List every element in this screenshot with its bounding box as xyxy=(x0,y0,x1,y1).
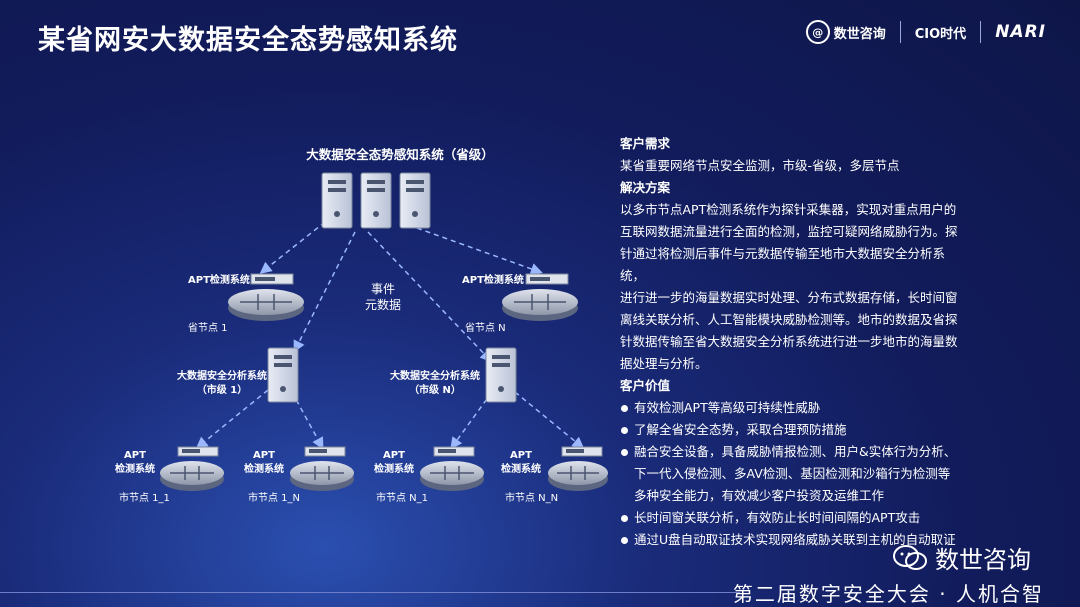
footer-divider xyxy=(0,592,740,593)
node-label: 市节点 N_1 xyxy=(376,491,428,504)
event-label: 事件 xyxy=(371,282,395,296)
solution-line: 以多市节点APT检测系统作为探针采集器，实现对重点用户的 xyxy=(620,202,957,217)
server-icon xyxy=(267,347,299,403)
provincial-node-n: APT检测系统 省节点 N xyxy=(462,273,578,334)
apt-label: APT xyxy=(253,450,275,461)
solution-line: 针数据传输至省大数据安全分析系统进行进一步地市的海量数 xyxy=(620,334,958,349)
network-disk-icon xyxy=(420,461,484,491)
node-label: 省节点 N xyxy=(465,321,506,334)
page-title: 某省网安大数据安全态势感知系统 xyxy=(38,25,458,56)
apt-system-label: APT检测系统 xyxy=(188,273,250,286)
city-analysis-system-n: 大数据安全分析系统 （市级 N） xyxy=(390,347,517,403)
solution-line: 进行进一步的海量数据实时处理、分布式数据存储，长时间窗 xyxy=(620,290,958,305)
node-label: 省节点 1 xyxy=(188,321,228,334)
provincial-node-1: APT检测系统 省节点 1 xyxy=(188,273,304,334)
value-item: 了解全省安全态势，采取合理预防措施 xyxy=(620,419,965,441)
top-server-cluster xyxy=(321,172,431,229)
appliance-icon xyxy=(250,273,294,285)
appliance-icon xyxy=(525,273,569,285)
network-disk-icon xyxy=(290,461,354,491)
appliance-icon xyxy=(177,446,219,457)
appliance-icon xyxy=(561,446,603,457)
wechat-label: 数世咨询 xyxy=(935,546,1031,574)
appliance-icon xyxy=(433,446,475,457)
nari-logo-text: NARI xyxy=(995,22,1046,42)
city-system-label: （市级 1） xyxy=(197,383,247,396)
apt-label: APT xyxy=(510,450,532,461)
value-item: 融合安全设备，具备威胁情报检测、用户&实体行为分析、 下一代入侵检测、多AV检测… xyxy=(620,441,965,507)
apt-label: APT xyxy=(383,450,405,461)
apt-label: 检测系统 xyxy=(244,462,284,475)
solution-line: 离线关联分析、人工智能模块威胁检测等。地市的数据及省探 xyxy=(620,312,958,327)
apt-label: 检测系统 xyxy=(374,462,414,475)
network-disk-icon xyxy=(160,461,224,491)
apt-system-label: APT检测系统 xyxy=(462,273,524,286)
apt-label: 检测系统 xyxy=(115,462,155,475)
shushi-logo: @ 数世咨询 xyxy=(805,20,886,44)
city-analysis-system-1: 大数据安全分析系统 （市级 1） xyxy=(177,347,299,403)
wechat-account: 数世咨询 xyxy=(893,540,1031,575)
value-item-line: 下一代入侵检测、多AV检测、基因检测和沙箱行为检测等 xyxy=(634,466,951,481)
server-icon xyxy=(399,172,431,229)
top-system-label: 大数据安全态势感知系统（省级） xyxy=(306,147,494,162)
network-disk-icon xyxy=(502,289,578,321)
network-disk-icon xyxy=(228,289,304,321)
solution-line: 据处理与分析。 xyxy=(620,356,708,371)
cio-logo-text: CIO时代 xyxy=(914,26,967,42)
city-system-label: （市级 N） xyxy=(409,383,461,396)
logo-divider xyxy=(899,21,901,43)
value-item: 通过U盘自动取证技术实现网络威胁关联到主机的自动取证 xyxy=(620,529,965,551)
node-label: 市节点 N_N xyxy=(505,491,558,504)
value-item-line: 多种安全能力，有效减少客户投资及运维工作 xyxy=(634,488,885,503)
value-item: 长时间窗关联分析，有效防止长时间间隔的APT攻击 xyxy=(620,507,965,529)
node-label: 市节点 1_1 xyxy=(119,491,170,504)
solution-heading: 解决方案 xyxy=(620,180,671,195)
value-item: 有效检测APT等高级可持续性威胁 xyxy=(620,397,965,419)
solution-line: 互联网数据流量进行全面的检测，监控可疑网络威胁行为。探 xyxy=(620,224,958,239)
nari-logo: NARI xyxy=(995,22,1046,42)
solution-line: 针通过将检测后事件与元数据传输至地市大数据安全分析系统， xyxy=(620,246,946,283)
city-node-1-1: APT 检测系统 市节点 1_1 xyxy=(115,446,224,504)
city-node-n-n: APT 检测系统 市节点 N_N xyxy=(501,446,608,504)
shushi-logo-text: 数世咨询 xyxy=(833,26,886,42)
city-node-n-1: APT 检测系统 市节点 N_1 xyxy=(374,446,484,504)
cio-logo: CIO时代 xyxy=(915,23,966,42)
node-label: 市节点 1_N xyxy=(248,491,300,504)
info-panel: 客户需求 某省重要网络节点安全监测，市级-省级，多层节点 解决方案 以多市节点A… xyxy=(620,133,965,551)
server-icon xyxy=(485,347,517,403)
customer-value-heading: 客户价值 xyxy=(620,378,671,393)
connector-lines xyxy=(195,221,585,450)
value-item-line: 融合安全设备，具备威胁情报检测、用户&实体行为分析、 xyxy=(634,444,957,459)
architecture-diagram: 大数据安全态势感知系统（省级） 事件 元数据 APT检测系统 xyxy=(115,147,608,504)
solution-text: 以多市节点APT检测系统作为探针采集器，实现对重点用户的 互联网数据流量进行全面… xyxy=(620,199,965,375)
appliance-icon xyxy=(304,446,346,457)
wechat-icon xyxy=(893,544,927,570)
city-system-label: 大数据安全分析系统 xyxy=(177,369,267,382)
customer-value-list: 有效检测APT等高级可持续性威胁 了解全省安全态势，采取合理预防措施 融合安全设… xyxy=(620,397,965,551)
customer-need-text: 某省重要网络节点安全监测，市级-省级，多层节点 xyxy=(620,158,900,173)
shushi-logo-icon: @ xyxy=(805,20,830,44)
apt-label: 检测系统 xyxy=(501,462,541,475)
server-icon xyxy=(360,172,392,229)
footer-event-name: 第二届数字安全大会 · 人机合智 xyxy=(732,582,1044,606)
network-disk-icon xyxy=(548,461,608,491)
logo-divider xyxy=(980,21,982,43)
customer-need-heading: 客户需求 xyxy=(620,136,671,151)
city-system-label: 大数据安全分析系统 xyxy=(390,369,480,382)
logo-bar: @ 数世咨询 CIO时代 NARI xyxy=(805,20,1046,44)
city-node-1-n: APT 检测系统 市节点 1_N xyxy=(244,446,354,504)
server-icon xyxy=(321,172,353,229)
metadata-label: 元数据 xyxy=(365,297,401,312)
apt-label: APT xyxy=(124,450,146,461)
